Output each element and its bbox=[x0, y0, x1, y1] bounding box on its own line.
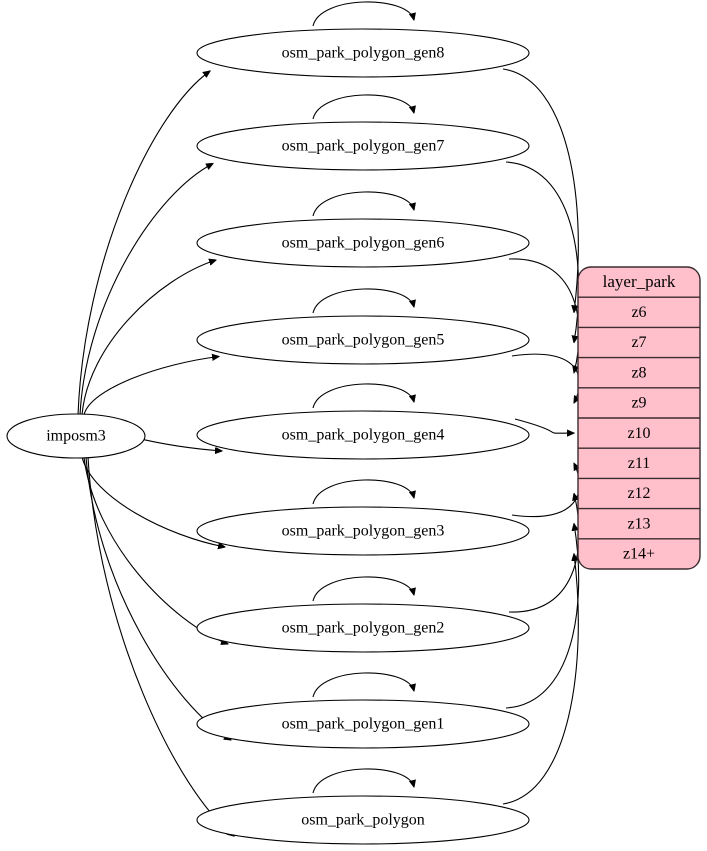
edge-imposm3-to-gen8 bbox=[77, 71, 210, 416]
node-label-gen4: osm_park_polygon_gen4 bbox=[282, 427, 445, 444]
table-row-z13[interactable]: z13 bbox=[627, 515, 650, 532]
edge-imposm3-to-gen6 bbox=[81, 260, 216, 416]
node-label-imposm3: imposm3 bbox=[46, 428, 106, 445]
edge-imposm3-to-gen5 bbox=[83, 357, 219, 416]
table-title: layer_park bbox=[603, 272, 676, 291]
table-row-z10[interactable]: z10 bbox=[627, 425, 650, 442]
node-label-gen2: osm_park_polygon_gen2 bbox=[282, 620, 445, 637]
edge-imposm3-to-base bbox=[87, 456, 234, 836]
edge-gen8-to-z6 bbox=[502, 68, 579, 312]
edge-imposm3-to-gen3 bbox=[81, 456, 225, 547]
edge-base-to-z14plus bbox=[502, 554, 579, 805]
table-row-z12[interactable]: z12 bbox=[627, 485, 650, 502]
edge-gen6-to-z8 bbox=[508, 258, 580, 373]
self-loop-edges bbox=[312, 1, 414, 794]
table-row-z14plus[interactable]: z14+ bbox=[623, 546, 655, 563]
node-label-gen6: osm_park_polygon_gen6 bbox=[282, 235, 445, 252]
node-label-base: osm_park_polygon bbox=[301, 812, 425, 829]
edge-gen2-to-z12 bbox=[508, 494, 580, 613]
node-label-gen1: osm_park_polygon_gen1 bbox=[282, 716, 445, 733]
edge-gen4-to-z10 bbox=[514, 418, 574, 433]
table-row-z8[interactable]: z8 bbox=[631, 364, 646, 381]
node-group: imposm3 osm_park_polygon_gen8 osm_park_pol… bbox=[6, 28, 530, 845]
table-row-z6[interactable]: z6 bbox=[631, 304, 646, 321]
table-row-z11[interactable]: z11 bbox=[628, 455, 651, 472]
table-row-z9[interactable]: z9 bbox=[631, 395, 646, 412]
edge-gen3-to-z11 bbox=[511, 463, 580, 518]
edge-gen5-to-z9 bbox=[511, 353, 580, 403]
edge-gen1-to-z13 bbox=[505, 524, 580, 709]
edge-imposm3-to-gen7 bbox=[79, 164, 213, 416]
node-label-gen5: osm_park_polygon_gen5 bbox=[282, 332, 445, 349]
edge-imposm3-to-gen1 bbox=[85, 456, 231, 740]
node-label-gen7: osm_park_polygon_gen7 bbox=[282, 138, 445, 155]
node-label-gen3: osm_park_polygon_gen3 bbox=[282, 523, 445, 540]
node-label-gen8: osm_park_polygon_gen8 bbox=[282, 45, 445, 62]
layer-park-table: layer_park z6 z7 z8 z9 z10 z11 z12 z13 z14+ bbox=[577, 266, 701, 570]
edge-imposm3-to-gen2 bbox=[83, 456, 228, 644]
table-row-z7[interactable]: z7 bbox=[631, 334, 646, 351]
